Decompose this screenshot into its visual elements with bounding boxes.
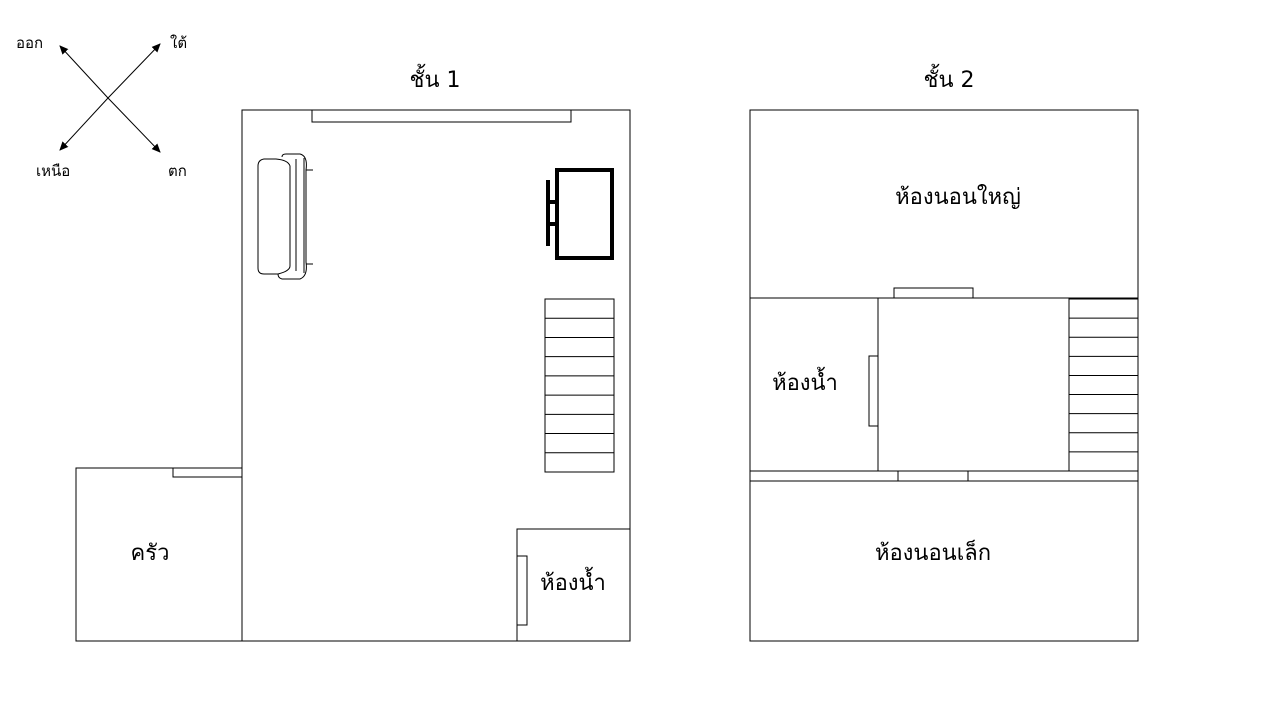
tv-icon [546, 168, 614, 260]
floor-2-bathroom [749, 297, 879, 472]
compass-arrow-up-right [107, 43, 161, 99]
master-bedroom-label: ห้องนอนใหญ่ [895, 184, 1021, 210]
compass-label-east: ออก [16, 34, 43, 52]
compass-arrow-up-left [59, 45, 109, 99]
small-bedroom-door [897, 470, 969, 482]
staircase-outline [1068, 298, 1139, 472]
master-bedroom-door [893, 287, 974, 299]
floor-1-bathroom-door [516, 555, 528, 626]
small-bedroom [749, 480, 1139, 642]
compass: ออก ใต้ เหนือ ตก [16, 34, 187, 180]
small-bedroom-label: ห้องนอนเล็ก [875, 538, 991, 566]
kitchen-window [172, 467, 243, 478]
sofa-icon [257, 153, 313, 280]
floor-1-plan: ชั้น 1 ครัว ห้องน้ำ [75, 64, 631, 642]
master-bedroom [749, 109, 1139, 299]
staircase-outline [544, 298, 615, 473]
floor-2-plan: ชั้น 2 ห้องนอนใหญ่ ห้องน้ำ ห้องนอนเล็ก [749, 64, 1139, 642]
kitchen-label: ครัว [131, 541, 170, 566]
floor-2-bathroom-label: ห้องน้ำ [772, 367, 838, 396]
floor-1-top-window [311, 109, 572, 123]
compass-label-west: ตก [168, 162, 187, 180]
compass-arrow-down-right [107, 97, 161, 153]
compass-label-north: เหนือ [36, 162, 70, 180]
kitchen-room [75, 467, 243, 642]
floor-1-title: ชั้น 1 [410, 64, 461, 93]
floor-1-bathroom-label: ห้องน้ำ [540, 567, 606, 596]
floor-2-bathroom-door [868, 355, 879, 427]
compass-arrow-down-left [59, 97, 109, 151]
floor-2-title: ชั้น 2 [924, 64, 975, 93]
floor-1-staircase [544, 298, 615, 473]
floor-2-hall [877, 297, 1071, 472]
floor-2-staircase [1068, 298, 1139, 472]
compass-label-south: ใต้ [170, 34, 187, 52]
floor-1-bathroom [516, 528, 631, 642]
